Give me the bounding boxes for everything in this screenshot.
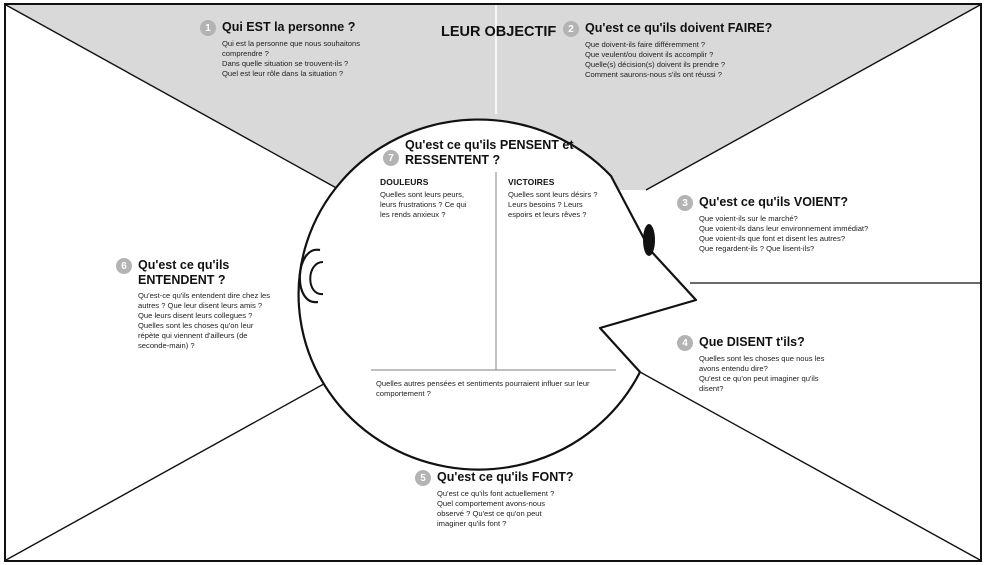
section-body: Quelles sont les choses que nous les avo…: [699, 354, 825, 393]
section-number-badge: 5: [415, 470, 431, 486]
section-title: Qu'est ce qu'ils FONT?: [437, 470, 574, 484]
goal-title: LEUR OBJECTIF: [441, 24, 557, 40]
head-outline: [297, 118, 698, 471]
diagonal-top-left: [5, 4, 341, 191]
section-number-badge: 4: [677, 335, 693, 351]
section-say: 4 Que DISENT t'ils? Quelles sont les cho…: [677, 335, 824, 394]
section-think-feel: 7 Qu'est ce qu'ils PENSENT et RESSENTENT…: [383, 138, 574, 168]
section-number-badge: 2: [563, 21, 579, 37]
section-title: Qu'est ce qu'ils PENSENT et: [405, 138, 574, 152]
section-do-actions: 5 Qu'est ce qu'ils FONT? Qu'est ce qu'il…: [415, 470, 574, 529]
diagonal-top-right: [645, 4, 981, 191]
section-number-badge: 7: [383, 150, 399, 166]
gains-title: VICTOIRES: [508, 177, 555, 187]
ear-inner: [309, 261, 324, 295]
section-hear: 6 Qu'est ce qu'ils ENTENDENT ? Qu'est-ce…: [116, 258, 270, 351]
diagonal-bottom-right: [639, 371, 981, 561]
section-body: Qu'est ce qu'ils font actuellement ? Que…: [437, 489, 555, 528]
other-thoughts-block: Quelles autres pensées et sentiments pou…: [376, 376, 590, 399]
section-title: Que DISENT t'ils?: [699, 335, 805, 349]
diagonal-bottom-left: [5, 374, 341, 561]
goal-zone: [6, 5, 980, 190]
gains-block: VICTOIRES Quelles sont leurs désirs ? Le…: [508, 177, 597, 220]
section-number-badge: 6: [116, 258, 132, 274]
section-see: 3 Qu'est ce qu'ils VOIENT? Que voient-il…: [677, 195, 868, 254]
section-do: 2 Qu'est ce qu'ils doivent FAIRE? Que do…: [563, 21, 772, 80]
section-body: Qu'est-ce qu'ils entendent dire chez les…: [138, 291, 271, 350]
section-title-line2: RESSENTENT ?: [405, 153, 501, 167]
ear-outer: [298, 248, 321, 304]
section-number-badge: 3: [677, 195, 693, 211]
section-title: Qui EST la personne ?: [222, 20, 356, 34]
section-who: 1 Qui EST la personne ? Qui est la perso…: [200, 20, 360, 79]
gains-body: Quelles sont leurs désirs ? Leurs besoin…: [508, 190, 598, 219]
section-body: Que voient-ils sur le marché? Que voient…: [699, 214, 869, 253]
section-body: Que doivent-ils faire différemment ? Que…: [585, 40, 726, 79]
section-title: Qu'est ce qu'ils VOIENT?: [699, 195, 849, 209]
section-body: Qui est la personne que nous souhaitons …: [222, 39, 361, 78]
eye: [643, 224, 655, 256]
section-title-line2: ENTENDENT ?: [138, 273, 226, 287]
section-title: Qu'est ce qu'ils doivent FAIRE?: [585, 21, 773, 35]
section-title: Qu'est ce qu'ils: [138, 258, 230, 272]
other-thoughts-body: Quelles autres pensées et sentiments pou…: [376, 379, 590, 398]
pains-title: DOULEURS: [380, 177, 429, 187]
section-number-badge: 1: [200, 20, 216, 36]
pains-block: DOULEURS Quelles sont leurs peurs, leurs…: [380, 177, 467, 220]
pains-body: Quelles sont leurs peurs, leurs frustrat…: [380, 190, 467, 219]
